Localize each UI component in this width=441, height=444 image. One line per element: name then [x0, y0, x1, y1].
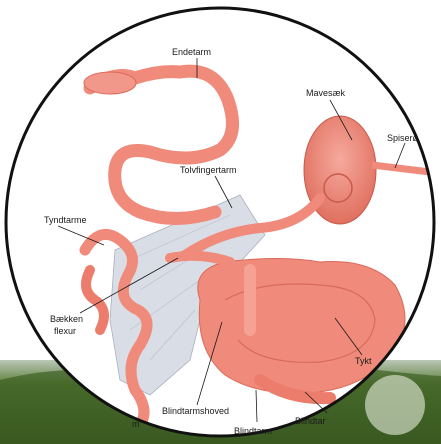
label-tyktarm-cut: Tykt [355, 356, 372, 366]
label-tyndtarme: Tyndtarme [44, 215, 87, 225]
label-blindtarmshoved: Blindtarmshoved [162, 406, 229, 416]
label-blindtarm-cut: Blindtar [295, 416, 326, 426]
label-endetarm: Endetarm [172, 47, 211, 57]
label-mavesaek: Mavesæk [306, 88, 346, 98]
label-baekken-line2: flexur [54, 326, 76, 336]
label-baekken-line1: Bækken [50, 314, 83, 324]
label-blindtarm: Blindtarm [234, 426, 272, 436]
label-tyktarm-cut-left: m [132, 419, 140, 429]
label-tolvfingertarm: Tolvfingertarm [180, 165, 237, 175]
label-spiseroer: Spiserø [387, 133, 419, 143]
